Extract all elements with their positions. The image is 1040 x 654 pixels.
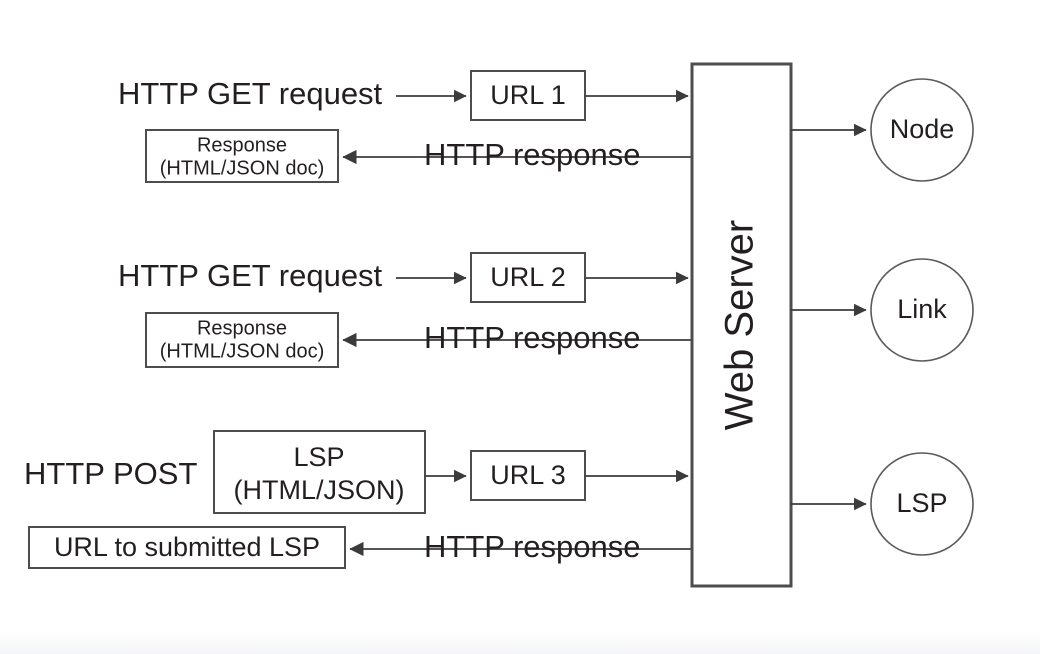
flow-3-response-box-line1: URL to submitted LSP [54,532,320,562]
flow-2-request-label: HTTP GET request [118,258,383,293]
resource-label-lsp: LSP [896,488,947,518]
flow-2-response-label: HTTP response [424,320,641,355]
web-server-box[interactable] [690,62,793,588]
flow-1-response-box-line1: Response [197,134,287,156]
flow-1-response-box-line2: (HTML/JSON doc) [160,157,324,179]
resource-circle-link[interactable] [870,258,974,362]
flow-3-response-label: HTTP response [424,529,641,564]
flow-1-response-label: HTTP response [424,137,641,172]
resource-circle-node[interactable] [870,78,974,182]
web-server-label: Web Server [718,220,762,430]
flow-2-url-box[interactable] [470,252,586,303]
resource-label-link: Link [897,294,947,324]
flow-1-url-label: URL 1 [490,80,566,110]
flow-2-response-box-line2: (HTML/JSON doc) [160,340,324,362]
flow-2-url-label: URL 2 [490,262,566,292]
flow-3-payload-box-line2: (HTML/JSON) [234,475,405,505]
flow-1-response-box[interactable] [145,129,339,183]
flow-3-payload-box[interactable] [213,430,426,514]
flow-1-request-label: HTTP GET request [118,76,383,111]
flow-2-response-box-line1: Response [197,317,287,339]
flow-3-url-box[interactable] [470,450,586,501]
bottom-edge-band [0,632,1040,654]
flow-2-response-box[interactable] [145,312,339,368]
resource-circle-lsp[interactable] [870,452,974,556]
resource-label-node: Node [890,114,955,144]
flow-3-request-label: HTTP POST [24,456,197,491]
flow-3-payload-box-line1: LSP [293,442,344,472]
flow-3-response-box[interactable] [28,526,346,569]
flow-3-url-label: URL 3 [490,460,566,490]
